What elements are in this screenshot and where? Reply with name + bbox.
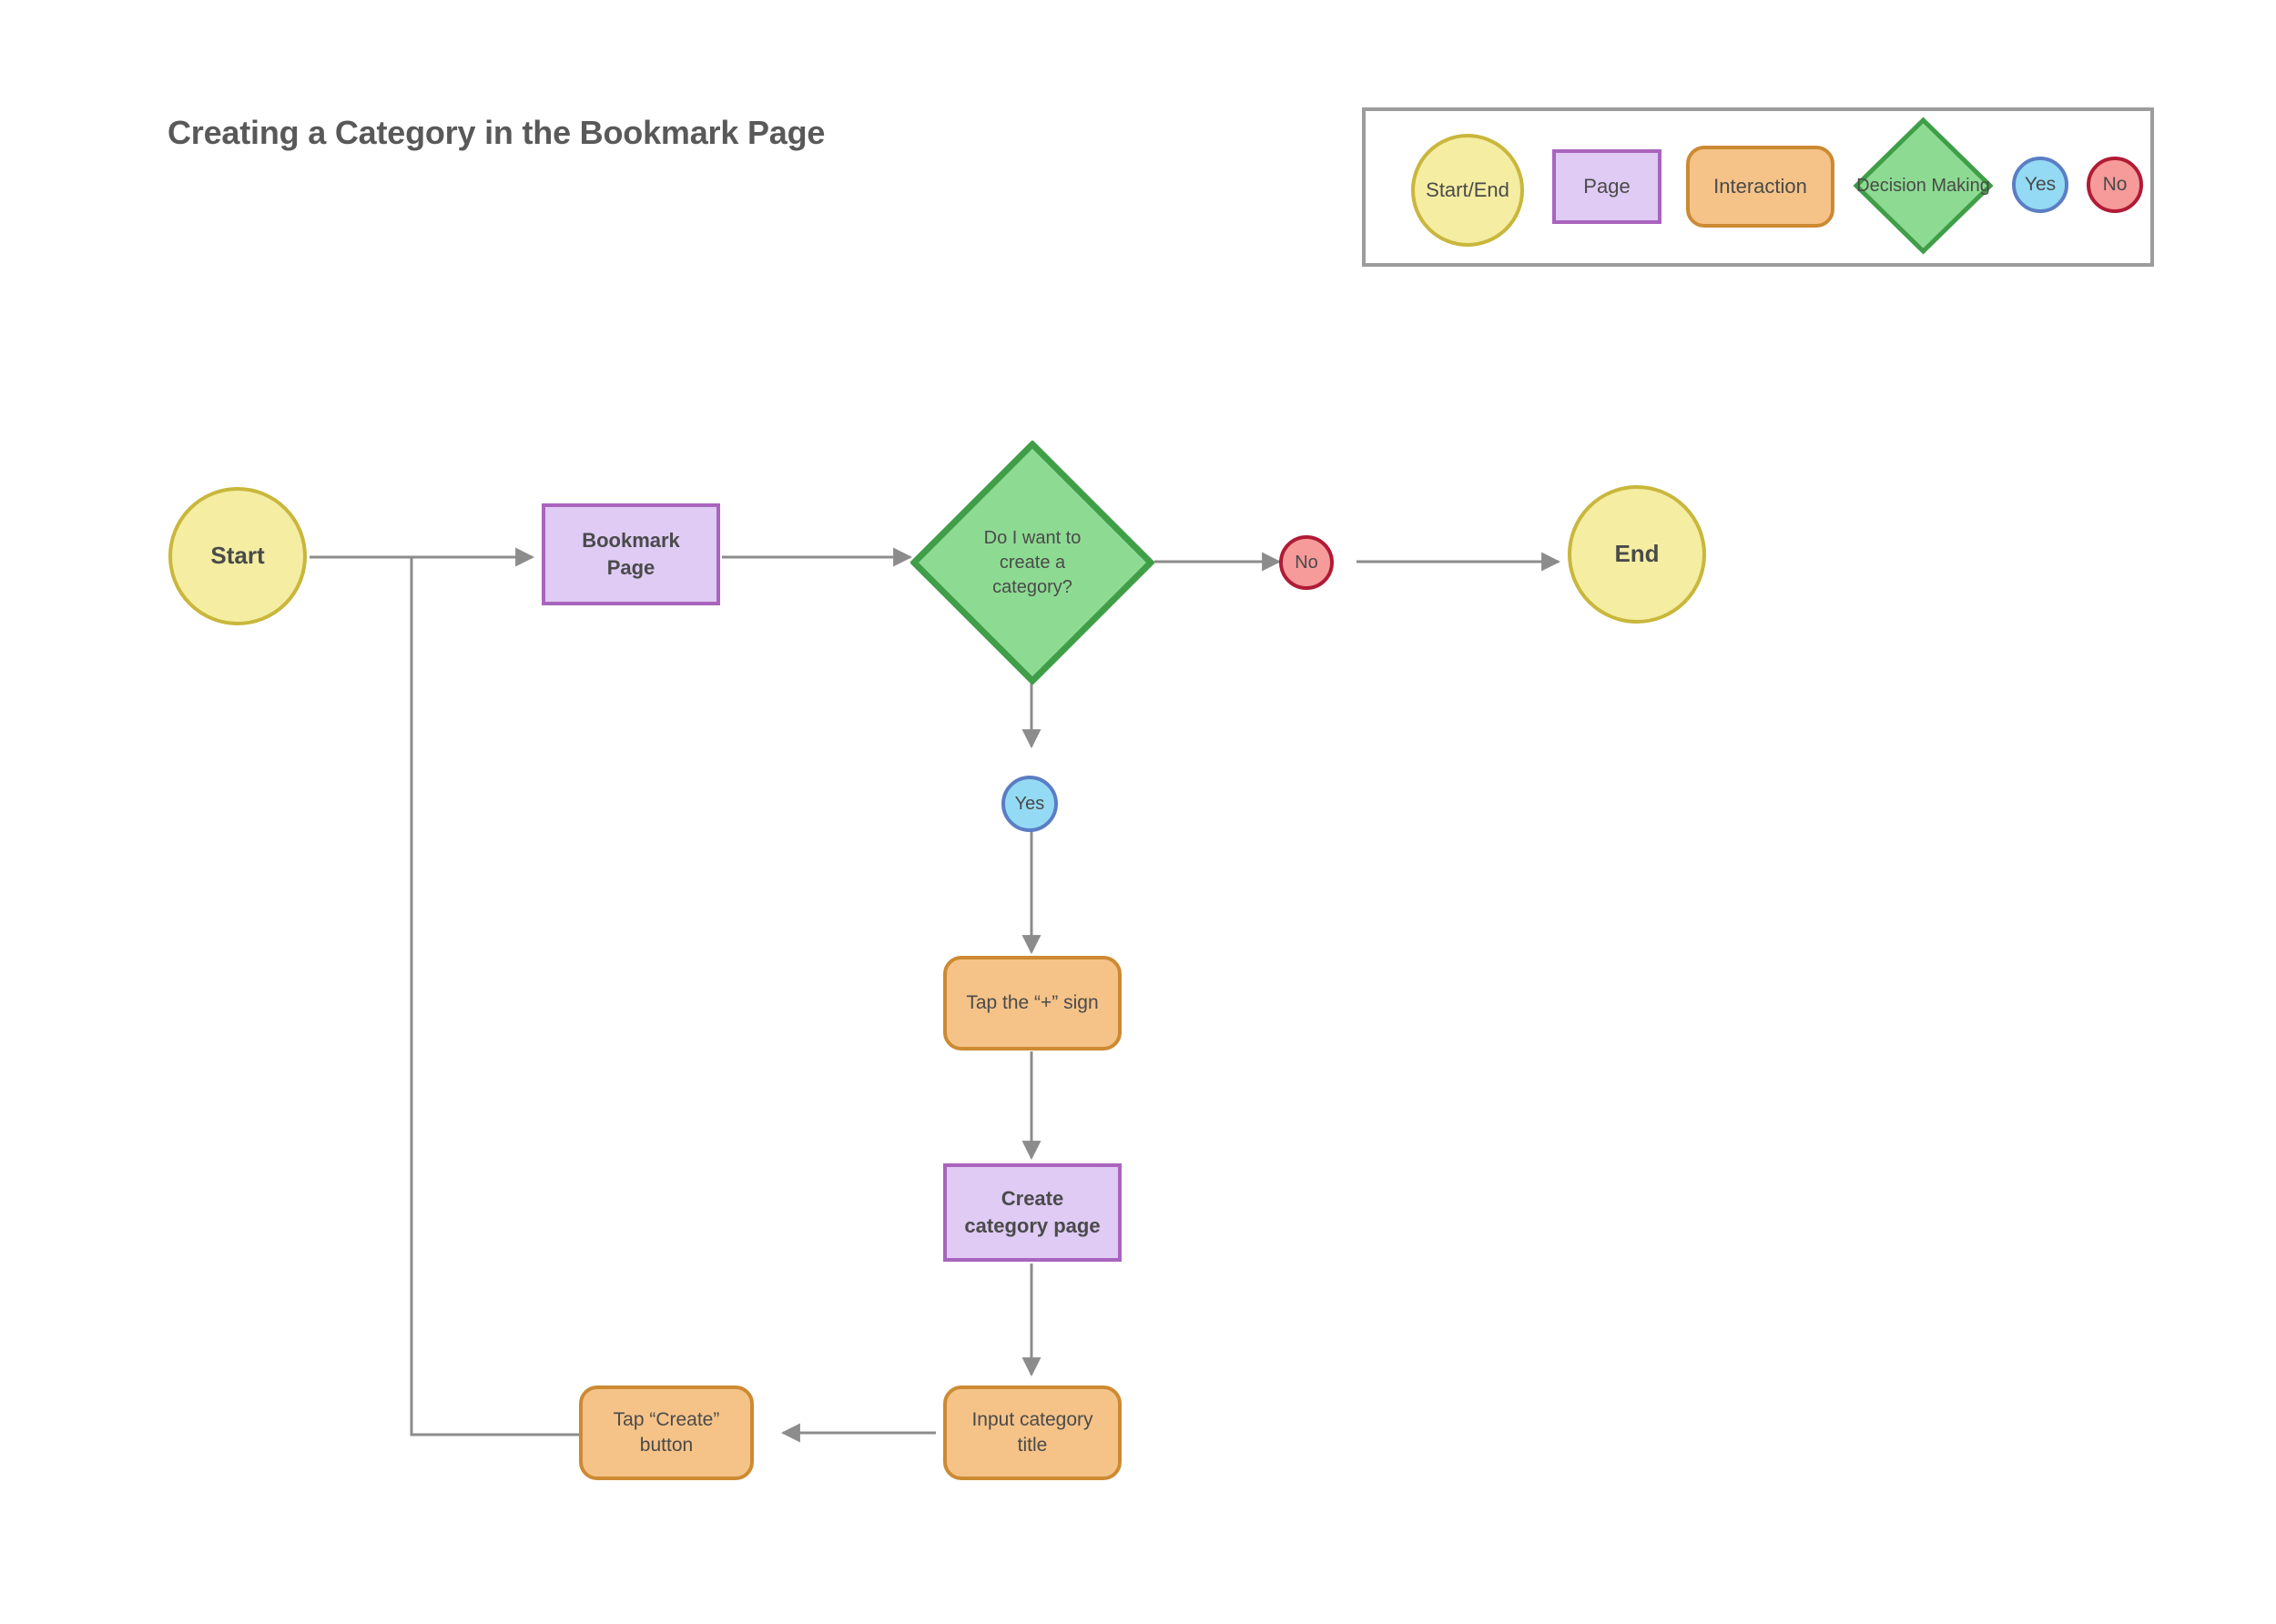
legend-label-yes: Yes [2024, 174, 2057, 195]
legend-label-interaction: Interaction [1713, 175, 1807, 198]
legend-box: Start/End Page Interaction Decision Maki… [1362, 107, 2154, 267]
node-start[interactable]: Start [168, 487, 307, 625]
legend-label-no: No [2102, 174, 2128, 195]
node-no[interactable]: No [1279, 535, 1334, 590]
legend-item-yes: Yes [2012, 157, 2068, 213]
node-tap-plus-label: Tap the “+” sign [966, 991, 1099, 1013]
legend-item-page: Page [1552, 149, 1661, 224]
edge-tap-create-to-bookmark-page-loop [410, 557, 581, 1436]
legend-item-no: No [2087, 157, 2143, 213]
legend-label-start-end: Start/End [1426, 178, 1509, 201]
legend-label-page: Page [1583, 175, 1631, 198]
node-end-label: End [1614, 540, 1660, 568]
node-no-label: No [1295, 552, 1318, 573]
node-tap-create[interactable]: Tap “Create”button [579, 1385, 754, 1480]
node-tap-create-label: Tap “Create”button [613, 1408, 720, 1456]
node-start-label: Start [210, 542, 265, 570]
diamond-shape-icon [1853, 117, 1994, 255]
node-yes[interactable]: Yes [1001, 776, 1058, 832]
diamond-shape-icon [910, 441, 1154, 685]
node-end[interactable]: End [1568, 485, 1706, 624]
page-title: Creating a Category in the Bookmark Page [168, 114, 826, 151]
legend-item-interaction: Interaction [1686, 146, 1834, 228]
node-yes-label: Yes [1014, 793, 1045, 814]
legend-item-decision-making: Decision Making [1853, 117, 1994, 255]
legend-item-start-end: Start/End [1411, 134, 1524, 247]
node-tap-plus[interactable]: Tap the “+” sign [943, 956, 1122, 1051]
